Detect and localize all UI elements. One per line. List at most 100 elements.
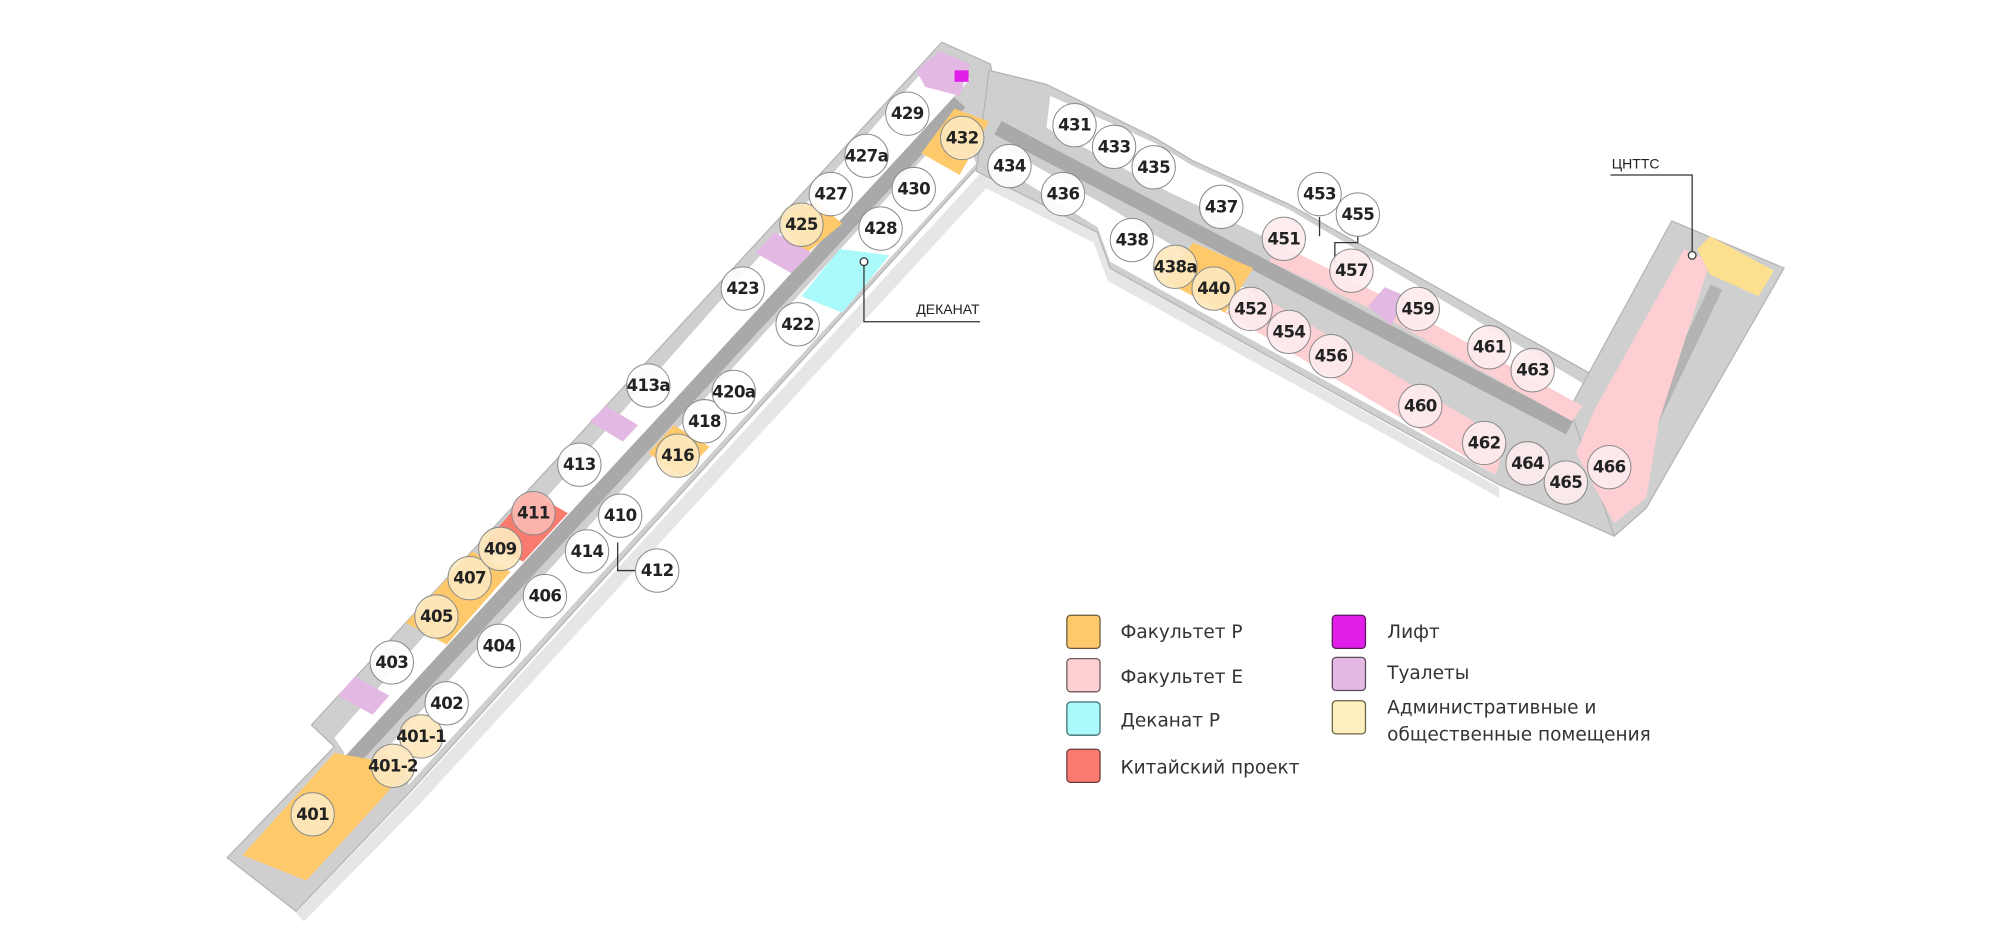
room-marker-412[interactable]: 412 (635, 548, 680, 593)
room-marker-422[interactable]: 422 (775, 302, 820, 347)
room-marker-410[interactable]: 410 (598, 493, 643, 538)
room-number: 432 (946, 128, 979, 147)
room-marker-462[interactable]: 462 (1461, 420, 1507, 466)
room-marker-456[interactable]: 456 (1308, 333, 1354, 379)
room-marker-404[interactable]: 404 (476, 623, 522, 669)
room-marker-432[interactable]: 432 (940, 115, 985, 161)
room-marker-413а[interactable]: 413а (626, 363, 671, 408)
middle-wing-rooms-top (1046, 95, 1583, 406)
room-number: 418 (688, 412, 721, 431)
deanery-callout-line (863, 261, 981, 323)
room-marker-circle (885, 91, 930, 136)
room-marker-circle (891, 166, 936, 212)
room-marker-416[interactable]: 416 (655, 433, 700, 478)
room-marker-459[interactable]: 459 (1395, 286, 1441, 332)
zone-toilets (338, 676, 390, 715)
room-number: 452 (1234, 299, 1267, 318)
room-marker-circle (1510, 348, 1555, 393)
room-marker-circle (711, 369, 756, 415)
room-marker-420а[interactable]: 420а (711, 369, 756, 415)
room-marker-407[interactable]: 407 (447, 556, 492, 601)
room-marker-452[interactable]: 452 (1228, 286, 1273, 332)
room-marker-circle (1543, 460, 1589, 505)
room-marker-circle (1329, 248, 1374, 293)
room-number: 438 (1116, 231, 1149, 250)
room-marker-427а[interactable]: 427а (844, 133, 889, 179)
legend-label-toilets: Туалеты (1386, 663, 1469, 684)
room-455-callout-line (1334, 236, 1359, 262)
room-marker-437[interactable]: 437 (1199, 184, 1244, 230)
room-marker-434[interactable]: 434 (987, 143, 1032, 189)
room-marker-425[interactable]: 425 (779, 202, 824, 247)
room-number: 420а (712, 382, 755, 401)
room-marker-401[interactable]: 401 (290, 792, 335, 837)
room-marker-409[interactable]: 409 (478, 526, 523, 572)
room-marker-430[interactable]: 430 (891, 166, 936, 212)
room-number: 437 (1205, 197, 1238, 216)
room-marker-435[interactable]: 435 (1131, 145, 1176, 190)
deanery-callout-dot (859, 257, 869, 267)
room-number: 412 (641, 561, 674, 580)
corridor (319, 97, 966, 794)
room-marker-401-2[interactable]: 401-2 (368, 743, 419, 789)
room-number: 453 (1303, 185, 1336, 204)
room-marker-circle (720, 266, 765, 311)
room-number: 427 (814, 185, 847, 204)
room-marker-457[interactable]: 457 (1329, 248, 1374, 293)
room-marker-438[interactable]: 438 (1109, 217, 1155, 263)
room-marker-401-1[interactable]: 401-1 (396, 714, 447, 759)
legend-swatch-elevator (1331, 614, 1367, 650)
room-marker-455[interactable]: 455 (1335, 192, 1381, 237)
room-marker-circle (775, 302, 820, 347)
room-marker-428[interactable]: 428 (858, 206, 903, 251)
room-marker-406[interactable]: 406 (522, 573, 568, 619)
room-marker-411[interactable]: 411 (511, 490, 556, 536)
room-marker-427[interactable]: 427 (808, 171, 853, 217)
room-marker-414[interactable]: 414 (564, 529, 610, 574)
legend-label-admin-line1: Административные и (1387, 698, 1596, 719)
room-marker-431[interactable]: 431 (1052, 102, 1097, 148)
room-marker-circle (598, 493, 643, 538)
legend-swatch-deanery-p (1066, 701, 1101, 736)
room-marker-465[interactable]: 465 (1543, 460, 1589, 505)
room-number: 454 (1273, 322, 1306, 341)
room-marker-circle (1040, 171, 1086, 217)
room-marker-circle (1467, 325, 1512, 370)
room-marker-circle (1308, 333, 1354, 379)
room-marker-451[interactable]: 451 (1261, 216, 1307, 261)
room-number: 409 (484, 539, 517, 558)
room-marker-466[interactable]: 466 (1587, 445, 1632, 490)
room-marker-436[interactable]: 436 (1040, 171, 1086, 217)
room-marker-440[interactable]: 440 (1191, 266, 1236, 311)
room-marker-464[interactable]: 464 (1505, 441, 1550, 486)
room-marker-circle (1191, 266, 1236, 311)
corridor (994, 120, 1574, 435)
room-marker-circle (414, 594, 459, 639)
room-marker-405[interactable]: 405 (414, 594, 459, 639)
room-marker-circle (424, 681, 469, 726)
room-marker-463[interactable]: 463 (1510, 348, 1555, 393)
room-marker-402[interactable]: 402 (424, 681, 469, 726)
room-number: 401 (296, 805, 329, 824)
room-marker-429[interactable]: 429 (885, 91, 930, 136)
room-marker-circle (557, 442, 602, 487)
room-marker-413[interactable]: 413 (557, 442, 602, 487)
room-marker-circle (1587, 445, 1632, 490)
room-marker-circle (655, 433, 700, 478)
room-marker-453[interactable]: 453 (1297, 171, 1342, 217)
legend-swatch-toilets (1331, 656, 1367, 692)
room-marker-418[interactable]: 418 (682, 399, 727, 444)
room-number: 406 (529, 587, 562, 606)
room-marker-403[interactable]: 403 (369, 640, 414, 685)
west-wing-rooms-left (242, 61, 970, 856)
room-marker-461[interactable]: 461 (1467, 325, 1512, 370)
room-number: 434 (993, 157, 1026, 176)
legend-label-elevator: Лифт (1387, 622, 1440, 643)
room-marker-460[interactable]: 460 (1398, 383, 1443, 429)
room-marker-433[interactable]: 433 (1091, 124, 1137, 170)
room-marker-438а[interactable]: 438а (1153, 244, 1198, 290)
room-marker-circle (987, 143, 1032, 189)
room-marker-454[interactable]: 454 (1266, 309, 1312, 355)
room-marker-423[interactable]: 423 (720, 266, 765, 311)
